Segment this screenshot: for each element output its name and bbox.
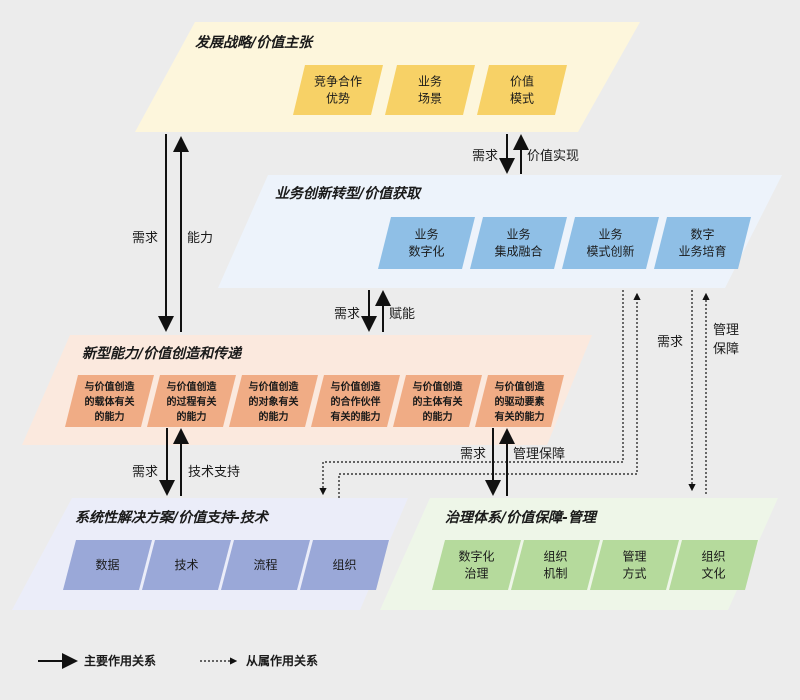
strategy-item-label: 优势	[326, 92, 350, 106]
capability-item-box	[311, 375, 400, 427]
strategy-item-label: 业务	[418, 74, 442, 89]
capability-item-label: 的对象有关	[249, 395, 299, 408]
capability-item-label: 的载体有关	[85, 395, 135, 408]
legend-primary-label: 主要作用关系	[84, 653, 156, 668]
governance-item-label: 数字化	[458, 549, 494, 564]
edge-label-strategy-business-up: 价值实现	[527, 148, 579, 164]
business-item-box	[562, 217, 659, 269]
solution-item-label: 组织	[332, 558, 356, 572]
strategy-layer-title: 发展战略/价值主张	[195, 34, 315, 51]
business-item-label: 模式创新	[586, 244, 634, 259]
business-item-label: 集成融合	[494, 244, 542, 259]
governance-item-label: 治理	[464, 567, 488, 581]
strategy-item-label: 场景	[418, 92, 442, 106]
capability-item-label: 与价值创造	[85, 380, 136, 393]
edge-label-capability-governance-up: 管理保障	[513, 447, 565, 462]
edge-label-business-capability-up: 赋能	[389, 307, 415, 322]
dotted-path-business-to-solution	[319, 290, 624, 496]
edge-label-capability-solution-down: 需求	[132, 465, 158, 480]
capability-item-label: 的能力	[423, 410, 453, 423]
capability-layer-title: 新型能力/价值创造和传递	[82, 345, 243, 362]
edge-label-strategy-capability-down: 需求	[132, 231, 158, 246]
capability-item-label: 与价值创造	[495, 380, 546, 393]
edge-label-business-governance-down: 需求	[657, 335, 683, 350]
capability-item-label: 与价值创造	[331, 380, 382, 393]
capability-item-box	[393, 375, 482, 427]
capability-item-label: 的过程有关	[167, 395, 217, 408]
governance-item-label: 组织	[701, 550, 725, 564]
governance-item-box	[511, 540, 600, 590]
business-item-label: 数字	[690, 227, 714, 242]
governance-item-box	[590, 540, 679, 590]
solution-item-label: 流程	[253, 557, 277, 572]
solution-items: 数据 技术 流程 组织	[63, 540, 389, 590]
governance-item-label: 管理	[622, 549, 646, 564]
edge-label-strategy-capability-up: 能力	[187, 231, 213, 246]
governance-item-label: 文化	[701, 566, 725, 581]
business-item-box	[470, 217, 567, 269]
business-item-label: 数字化	[408, 244, 444, 259]
capability-item-label: 的能力	[95, 410, 125, 423]
business-item-box	[654, 217, 751, 269]
governance-item-box	[432, 540, 521, 590]
solution-item-box	[221, 540, 310, 590]
strategy-item-label: 价值	[510, 74, 534, 89]
capability-item-box	[65, 375, 154, 427]
legend-secondary-label: 从属作用关系	[246, 653, 318, 668]
strategy-item-label: 竞争合作	[314, 74, 362, 89]
business-item-label: 业务	[598, 227, 622, 242]
solution-item-box	[300, 540, 389, 590]
strategy-item-box	[385, 65, 475, 115]
governance-item-label: 组织	[543, 550, 567, 564]
edge-label-capability-governance-down: 需求	[460, 447, 486, 462]
business-item-label: 业务培育	[678, 244, 726, 259]
capability-item-box	[229, 375, 318, 427]
edge-label-business-governance-up-2: 保障	[713, 342, 739, 357]
governance-layer-title: 治理体系/价值保障-管理	[445, 509, 598, 526]
edge-label-business-capability-down: 需求	[334, 307, 360, 322]
capability-item-label: 有关的能力	[331, 410, 381, 423]
strategy-item-box	[293, 65, 383, 115]
edge-label-business-governance-up-1: 管理	[713, 323, 739, 338]
business-item-label: 业务	[506, 227, 530, 242]
solution-item-box	[63, 540, 152, 590]
solution-item-box	[142, 540, 231, 590]
governance-item-box	[669, 540, 758, 590]
strategy-item-box	[477, 65, 567, 115]
governance-item-label: 方式	[622, 566, 646, 581]
solution-layer-title: 系统性解决方案/价值支持-技术	[75, 509, 270, 526]
capability-item-label: 的主体有关	[413, 395, 463, 408]
strategy-item-label: 模式	[510, 92, 534, 106]
solution-item-label: 技术	[174, 558, 198, 572]
capability-item-label: 的能力	[177, 410, 207, 423]
edge-label-capability-solution-up: 技术支持	[188, 465, 240, 480]
capability-item-label: 与价值创造	[413, 380, 464, 393]
capability-item-label: 与价值创造	[249, 380, 300, 393]
business-item-label: 业务	[414, 227, 438, 242]
capability-item-box	[147, 375, 236, 427]
capability-item-label: 的驱动要素	[495, 395, 545, 408]
solution-item-label: 数据	[95, 557, 119, 572]
governance-item-label: 机制	[543, 567, 567, 581]
capability-item-box	[475, 375, 564, 427]
capability-item-label: 的能力	[259, 410, 289, 423]
edge-label-strategy-business-down: 需求	[472, 149, 498, 164]
capability-item-label: 有关的能力	[495, 410, 545, 423]
capability-item-label: 的合作伙伴	[331, 395, 381, 408]
capability-item-label: 与价值创造	[167, 380, 218, 393]
dotted-path-solution-to-business	[338, 292, 641, 498]
business-layer-title: 业务创新转型/价值获取	[275, 185, 422, 202]
business-item-box	[378, 217, 475, 269]
